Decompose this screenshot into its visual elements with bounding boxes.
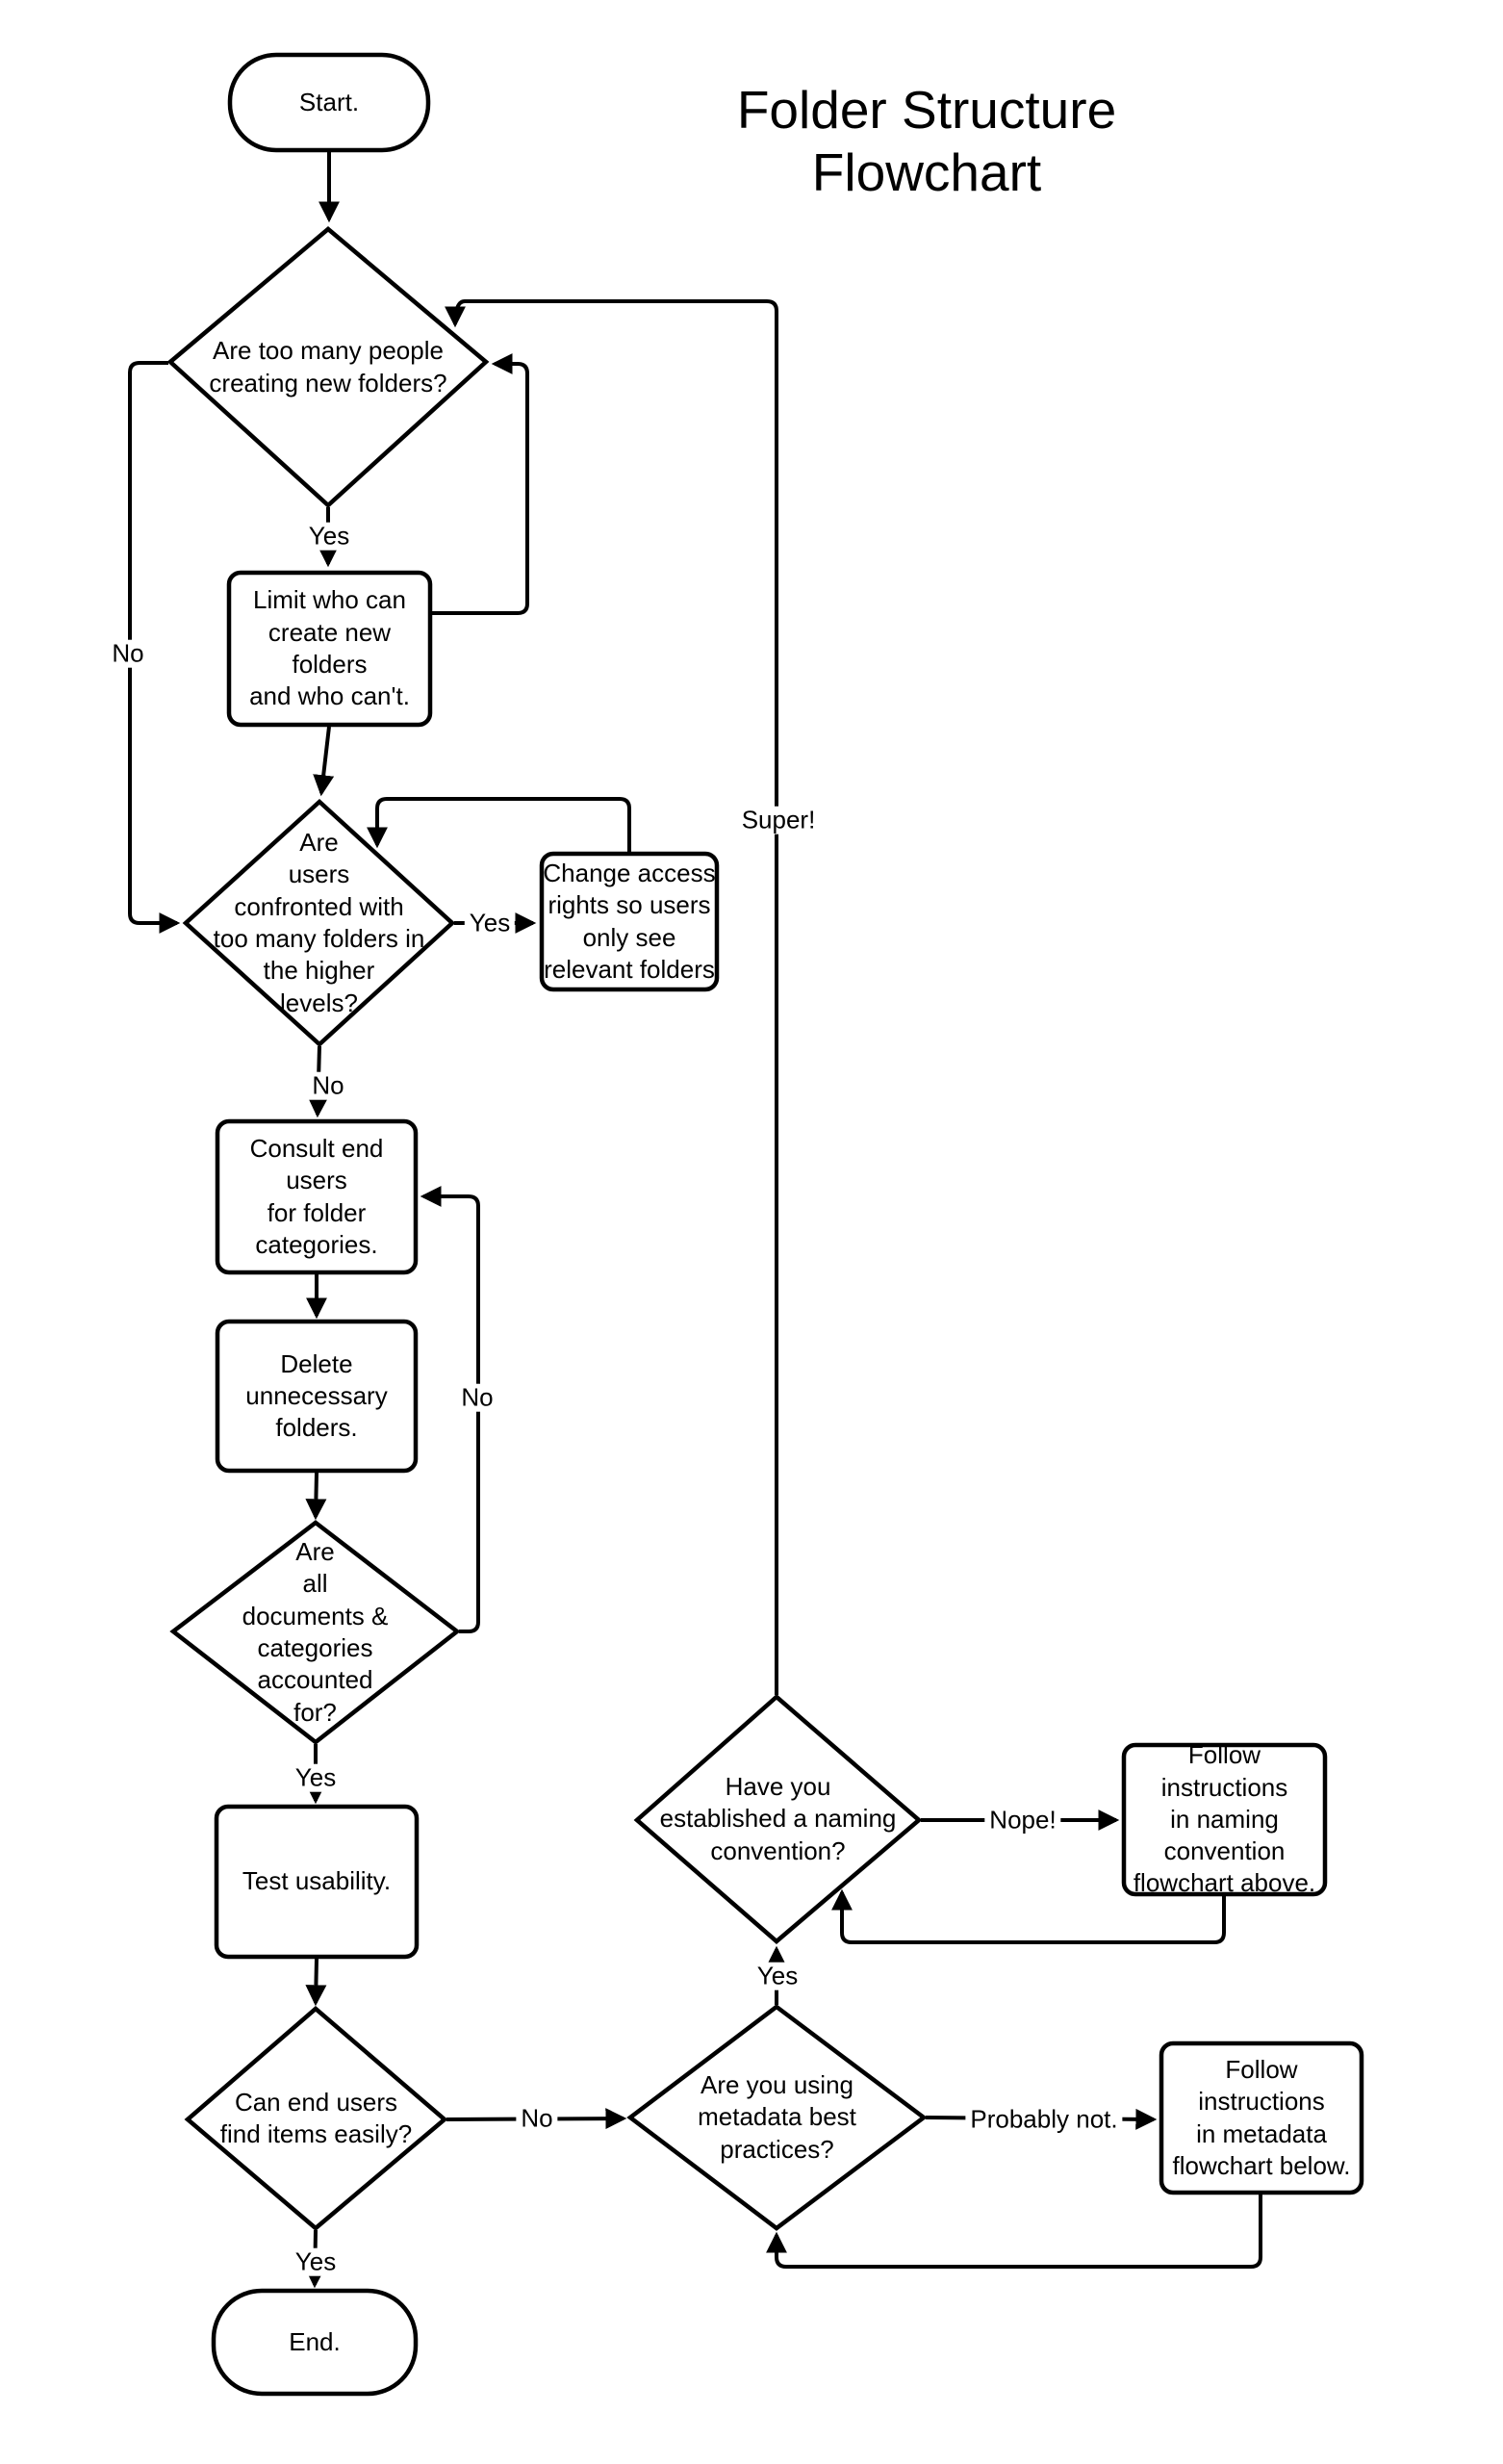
test-usability-process-shape xyxy=(214,1804,420,1960)
edge-label-find-no: No xyxy=(516,2105,558,2133)
too-many-people-decision-shape xyxy=(166,226,490,509)
limit-creators-process-shape xyxy=(226,570,433,728)
metadata-practices-decision-label: Are you using metadata best practices? xyxy=(698,2070,856,2164)
metadata-practices-decision-shape xyxy=(626,2004,928,2231)
limit-creators-process-label: Limit who can create new folders and who… xyxy=(249,585,410,711)
find-items-decision-shape xyxy=(184,2006,448,2231)
find-items-decision-label: Can end users find items easily? xyxy=(219,2087,413,2148)
confronted-folders-decision-shape xyxy=(182,798,456,1048)
confronted-folders-decision-label: Are users confronted with too many folde… xyxy=(213,828,425,1017)
edge-limit-to-confronted xyxy=(313,726,335,797)
delete-folders-process-label: Delete unnecessary folders. xyxy=(245,1348,388,1443)
page-title: Folder Structure Flowchart xyxy=(736,80,1117,202)
accounted-for-decision-label: Are all documents & categories accounted… xyxy=(242,1537,389,1727)
edge-label-accounted-no: No xyxy=(456,1384,498,1412)
edge-label-confronted-no: No xyxy=(307,1072,349,1100)
change-access-process-label: Change access rights so users only see r… xyxy=(543,858,716,984)
edge-label-find-yes: Yes xyxy=(290,2248,342,2276)
edge-naming-instructions-loop xyxy=(831,1888,1226,1944)
edge-label-naming-nope: Nope! xyxy=(984,1807,1061,1835)
edge-label-confronted-yes: Yes xyxy=(464,910,516,937)
naming-convention-decision-shape xyxy=(633,1694,923,1944)
start-node-shape xyxy=(227,52,431,153)
delete-folders-process-shape xyxy=(215,1319,419,1474)
edge-label-accounted-yes: Yes xyxy=(290,1764,342,1792)
naming-instructions-process-label: Follow instructions in naming convention… xyxy=(1133,1740,1316,1898)
naming-instructions-process-shape xyxy=(1121,1742,1328,1897)
end-node-label: End. xyxy=(289,2326,341,2356)
too-many-people-decision-label: Are too many people creating new folders… xyxy=(209,336,447,398)
start-node-label: Start. xyxy=(298,87,360,116)
edge-label-metadata-probably-not: Probably not. xyxy=(965,2106,1123,2134)
edge-naming-super-to-too-many xyxy=(445,299,778,1695)
consult-users-process-shape xyxy=(215,1118,419,1275)
edge-label-naming-super: Super! xyxy=(736,807,821,834)
edge-label-too-many-yes: Yes xyxy=(303,523,355,551)
edge-limit-loop-to-too-many xyxy=(430,353,529,615)
accounted-for-decision-shape xyxy=(169,1520,461,1745)
change-access-process-shape xyxy=(539,851,720,992)
edge-test-to-find xyxy=(305,1958,327,2007)
edge-accounted-no-loop-to-consult xyxy=(420,1186,480,1633)
metadata-instructions-process-label: Follow instructions in metadata flowchar… xyxy=(1172,2054,1351,2180)
naming-convention-decision-label: Have you established a naming convention… xyxy=(659,1772,897,1865)
end-node-shape xyxy=(211,2288,419,2397)
test-usability-process-label: Test usability. xyxy=(242,1866,392,1896)
edge-metadata-instructions-loop xyxy=(766,2194,1262,2269)
edge-label-too-many-no: No xyxy=(107,640,149,668)
consult-users-process-label: Consult end users for folder categories. xyxy=(249,1133,384,1259)
edge-label-metadata-yes: Yes xyxy=(752,1963,803,1990)
metadata-instructions-process-shape xyxy=(1159,2040,1364,2195)
edge-delete-to-accounted xyxy=(305,1472,327,1521)
edge-change-access-loop-to-confronted xyxy=(367,797,631,852)
